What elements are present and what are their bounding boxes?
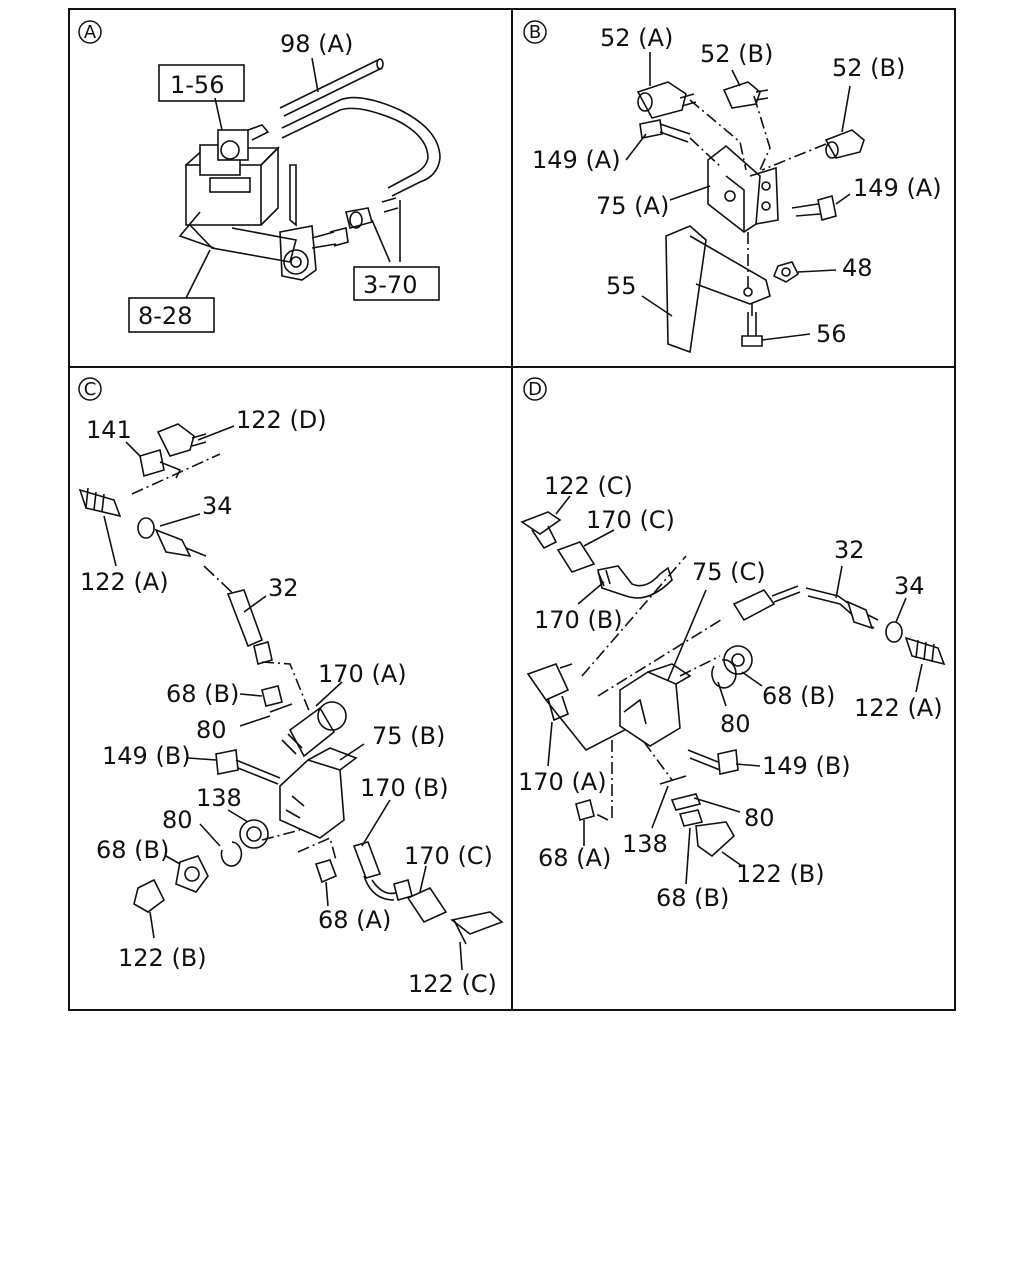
label-68a-c: 68 (A) — [318, 906, 391, 934]
svg-text:D: D — [528, 379, 542, 400]
label-170b-d: 170 (B) — [534, 606, 623, 634]
svg-text:B: B — [529, 22, 541, 43]
label-3-70: 3-70 — [363, 271, 417, 299]
label-170c-d: 170 (C) — [586, 506, 675, 534]
label-122a-d: 122 (A) — [854, 694, 943, 722]
label-75c: 75 (C) — [692, 558, 766, 586]
label-52b-right: 52 (B) — [832, 54, 905, 82]
label-52b: 52 (B) — [700, 40, 773, 68]
label-149b-d: 149 (B) — [762, 752, 851, 780]
label-34-d: 34 — [894, 572, 925, 600]
label-68b-c-top: 68 (B) — [166, 680, 239, 708]
label-170a-c: 170 (A) — [318, 660, 407, 688]
label-98a: 98 (A) — [280, 30, 353, 58]
box-1-56 — [158, 64, 245, 102]
panel-badge-b: B — [523, 20, 547, 44]
label-80-c: 80 — [162, 806, 193, 834]
label-80-c-top: 80 — [196, 716, 227, 744]
label-122c-d: 122 (C) — [544, 472, 633, 500]
label-80-d: 80 — [744, 804, 775, 832]
label-170a-d: 170 (A) — [518, 768, 607, 796]
label-68b-d-right: 68 (B) — [762, 682, 835, 710]
label-149b-c: 149 (B) — [102, 742, 191, 770]
panel-badge-c: C — [78, 377, 102, 401]
label-122b-c: 122 (B) — [118, 944, 207, 972]
label-68a-d: 68 (A) — [538, 844, 611, 872]
label-52a: 52 (A) — [600, 24, 673, 52]
panel-badge-d: D — [523, 377, 547, 401]
svg-text:C: C — [84, 379, 97, 400]
label-149a-left: 149 (A) — [532, 146, 621, 174]
label-32-c: 32 — [268, 574, 299, 602]
label-141: 141 — [86, 416, 132, 444]
label-68b-d: 68 (B) — [656, 884, 729, 912]
label-138-d: 138 — [622, 830, 668, 858]
panel-d-drawing — [520, 495, 946, 885]
panel-c-drawing — [78, 423, 504, 971]
label-149a-right: 149 (A) — [853, 174, 942, 202]
label-122c-c: 122 (C) — [408, 970, 497, 998]
label-80-d-top: 80 — [720, 710, 751, 738]
box-8-28 — [128, 297, 215, 333]
label-8-28: 8-28 — [138, 302, 192, 330]
label-170b-c: 170 (B) — [360, 774, 449, 802]
panel-badge-a: A — [78, 20, 102, 44]
label-34-c: 34 — [202, 492, 233, 520]
label-1-56: 1-56 — [170, 71, 224, 99]
panel-b-drawing — [625, 52, 865, 354]
label-68b-c: 68 (B) — [96, 836, 169, 864]
label-122a-c: 122 (A) — [80, 568, 169, 596]
label-75a: 75 (A) — [596, 192, 669, 220]
label-48: 48 — [842, 254, 873, 282]
box-3-70 — [353, 266, 440, 301]
svg-text:A: A — [84, 22, 97, 43]
label-75b: 75 (B) — [372, 722, 445, 750]
label-122d: 122 (D) — [236, 406, 327, 434]
label-56: 56 — [816, 320, 847, 348]
label-32-d: 32 — [834, 536, 865, 564]
label-138-c: 138 — [196, 784, 242, 812]
label-170c-c: 170 (C) — [404, 842, 493, 870]
label-122b-d: 122 (B) — [736, 860, 825, 888]
panel-a-drawing — [128, 57, 441, 333]
label-55: 55 — [606, 272, 637, 300]
